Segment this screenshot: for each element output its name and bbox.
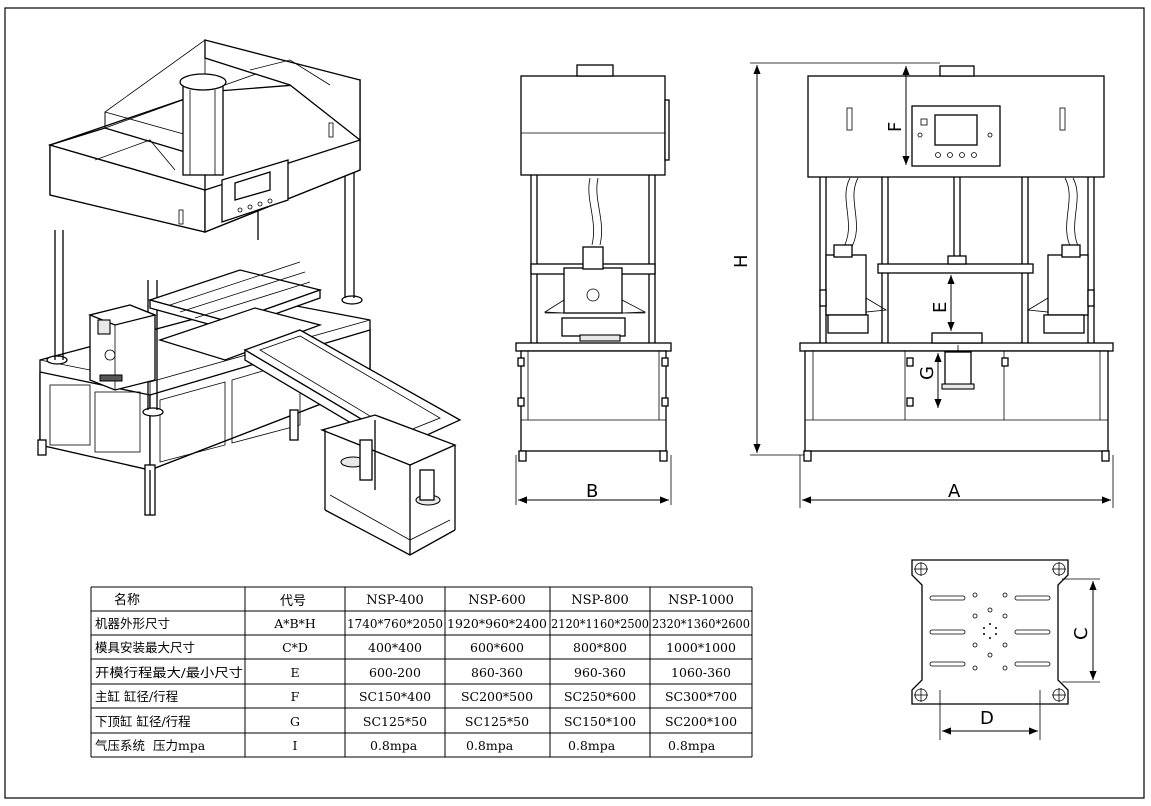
table-cell: 400*400 (368, 640, 422, 655)
table-cell: 960-360 (574, 665, 626, 680)
sheet-border (4, 7, 1145, 799)
table-cell: SC250*600 (564, 689, 636, 704)
table-cell: 860-360 (471, 665, 523, 680)
table-cell: 0.8mpa (568, 738, 616, 753)
dimension-d: D (939, 690, 1041, 740)
table-cell: 0.8mpa (370, 738, 418, 753)
label-g: G (917, 366, 938, 380)
table-cell: 机器外形尺寸 (95, 616, 170, 631)
table-cell: 1000*1000 (666, 640, 736, 655)
spec-table: 名称 代号 NSP-400 NSP-600 NSP-800 NSP-1000 机… (90, 586, 753, 758)
table-cell: SC300*700 (665, 689, 737, 704)
label-e: E (930, 302, 951, 313)
dimension-h: H (731, 62, 940, 456)
table-cell: I (293, 738, 298, 753)
table-cell: SC200*500 (461, 689, 533, 704)
label-f: F (885, 122, 906, 132)
table-cell: SC125*50 (465, 714, 529, 729)
table-cell: 主缸 缸径/行程 (95, 689, 179, 704)
dimension-e: E (930, 275, 955, 331)
label-b: B (586, 481, 598, 502)
table-header-code: 代号 (280, 594, 306, 609)
label-c: C (1071, 627, 1092, 640)
table-cell: G (290, 714, 300, 729)
table-cell: SC200*100 (665, 714, 737, 729)
table-header-nsp1000: NSP-1000 (668, 593, 734, 608)
table-header-name: 名称 (114, 592, 140, 608)
table-cell: 下顶缸 缸径/行程 (95, 714, 191, 729)
table-cell: SC150*100 (564, 714, 636, 729)
label-a: A (948, 481, 961, 502)
table-cell: 2320*1360*2600 (652, 616, 750, 631)
table-cell: 1740*760*2050 (347, 616, 443, 631)
table-cell: 1060-360 (671, 665, 731, 680)
table-cell: F (291, 689, 300, 704)
table-header-nsp400: NSP-400 (366, 593, 424, 608)
table-cell: 800*800 (573, 640, 627, 655)
table-cell: 气压系统 压力mpa (95, 738, 206, 753)
table-cell: 模具安装最大尺寸 (95, 640, 195, 655)
dimension-a: A (799, 455, 1114, 508)
table-cell: 开模行程最大/最小尺寸 (95, 665, 243, 680)
table-cell: C*D (282, 640, 308, 655)
table-cell: E (290, 665, 299, 680)
dimension-c: C (1062, 578, 1100, 683)
dimension-b: B (515, 455, 672, 505)
isometric-view (37, 39, 462, 556)
front-view (799, 65, 1114, 462)
table-cell: 1920*960*2400 (447, 616, 547, 631)
table-cell: 0.8mpa (668, 738, 716, 753)
side-view (515, 64, 672, 462)
label-d: D (980, 708, 994, 729)
mold-plate-view (911, 559, 1069, 705)
table-cell: SC150*400 (359, 689, 431, 704)
table-cell: 600*600 (470, 640, 524, 655)
dimension-g: G (917, 353, 942, 408)
table-cell: SC125*50 (363, 714, 427, 729)
label-h: H (731, 254, 752, 268)
table-cell: 600-200 (369, 665, 421, 680)
table-header-nsp600: NSP-600 (468, 593, 526, 608)
table-header-nsp800: NSP-800 (571, 593, 629, 608)
table-cell: A*B*H (273, 616, 316, 631)
table-cell: 2120*1160*2500 (551, 616, 649, 631)
table-cell: 0.8mpa (466, 738, 514, 753)
dimension-f: F (885, 66, 910, 165)
